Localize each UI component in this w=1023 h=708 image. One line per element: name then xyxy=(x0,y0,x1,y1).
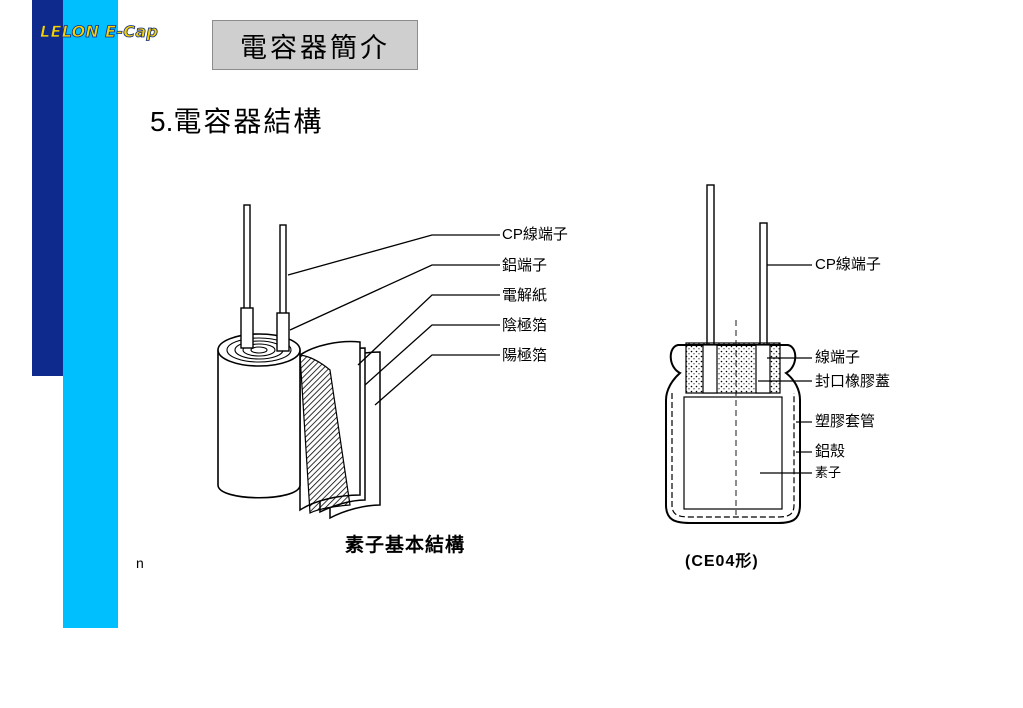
element-caption: 素子基本結構 xyxy=(345,534,466,556)
label-anode-foil: 陽極箔 xyxy=(502,346,548,364)
label-cathode-foil: 陰極箔 xyxy=(502,316,548,334)
stray-mark: n xyxy=(136,555,144,571)
label-plastic-sleeve: 塑膠套管 xyxy=(815,412,876,430)
element-diagram-panel: CP線端子 鋁端子 電解紙 陰極箔 陽極箔 素子基本結構 xyxy=(200,180,600,575)
section-number: 5. xyxy=(150,106,174,137)
label-element: 素子 xyxy=(815,466,842,481)
element-roll xyxy=(217,333,301,499)
hatched-layer xyxy=(299,354,351,514)
logo: LELON E-Cap xyxy=(40,22,159,42)
element-diagram xyxy=(217,204,500,520)
section-heading: 5.電容器結構 xyxy=(150,100,323,140)
cross-section-panel: CP線端子 線端子 封口橡膠蓋 塑膠套管 鋁殼 素子 (CE04形) xyxy=(650,175,950,580)
aluminum-terminals xyxy=(240,307,290,352)
label-aluminum-case: 鋁殼 xyxy=(815,442,846,460)
capacitor-element xyxy=(683,320,783,515)
page-title: 電容器簡介 xyxy=(212,20,418,70)
cross-section-leader-lines xyxy=(758,264,812,474)
cp-wire-terminals xyxy=(243,204,287,316)
model-caption: (CE04形) xyxy=(685,553,759,570)
label-electrolytic-paper: 電解紙 xyxy=(502,286,548,304)
section-title: 電容器結構 xyxy=(173,105,324,138)
label-cp-wire-terminal: CP線端子 xyxy=(502,226,568,243)
leader-lines xyxy=(287,234,500,406)
label-cp-wire-terminal-2: CP線端子 xyxy=(815,256,881,273)
cross-section-diagram xyxy=(665,184,812,524)
label-aluminum-terminal: 鋁端子 xyxy=(502,256,548,274)
label-wire-terminal: 線端子 xyxy=(815,348,861,366)
cross-section-leads xyxy=(706,184,768,346)
rubber-seal xyxy=(685,342,781,394)
decor-bar-cyan xyxy=(63,0,118,628)
label-rubber-seal: 封口橡膠蓋 xyxy=(815,372,891,390)
